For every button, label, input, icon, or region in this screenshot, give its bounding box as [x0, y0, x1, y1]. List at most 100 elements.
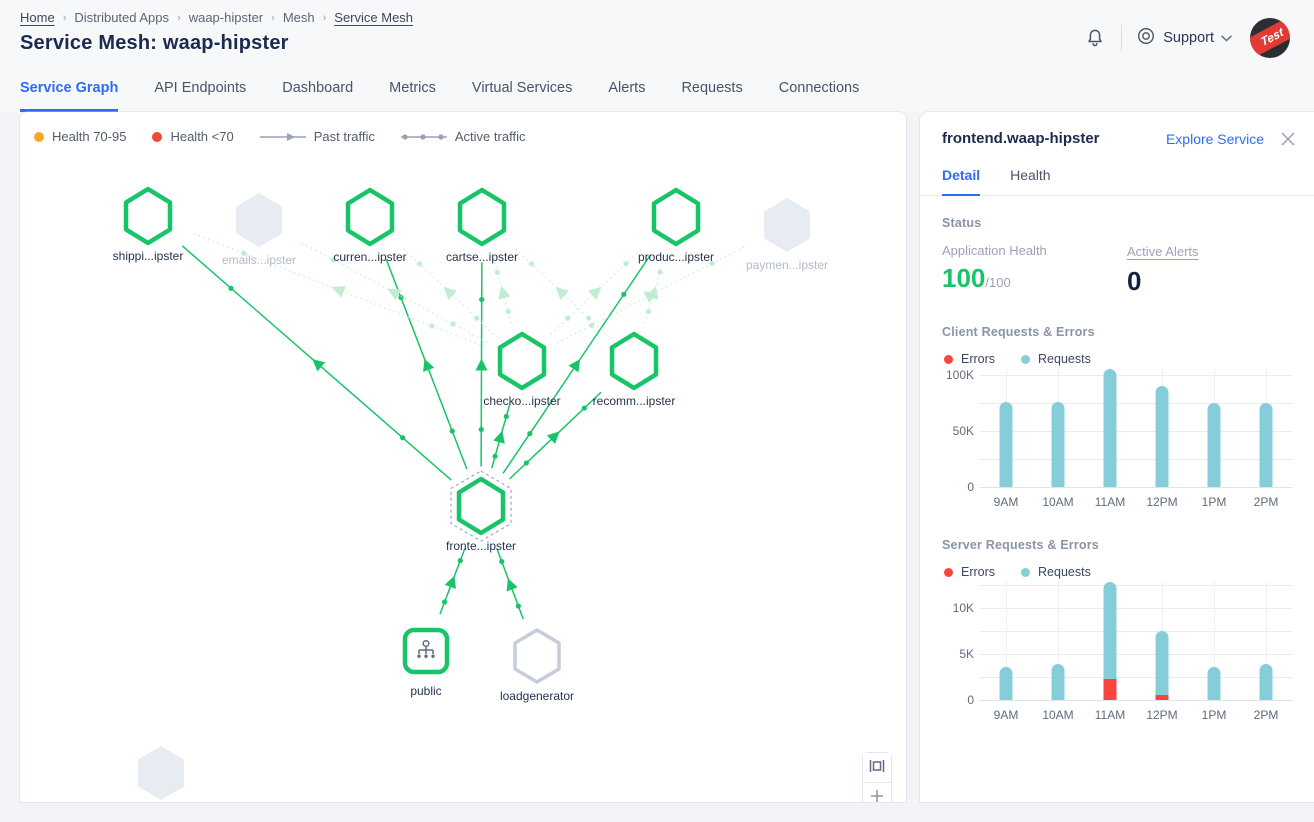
bar-11am[interactable]: [1103, 369, 1117, 487]
graph-node-label: paymen...ipster: [746, 258, 828, 272]
fit-to-screen-icon: [868, 757, 886, 778]
graph-edge-recommendation-cartservice[interactable]: [514, 247, 606, 335]
bar-1pm[interactable]: [1207, 667, 1221, 700]
active-alerts-label[interactable]: Active Alerts: [1127, 244, 1199, 259]
graph-node-public[interactable]: public: [402, 627, 450, 698]
graph-edge-checkout-product[interactable]: [550, 247, 644, 335]
avatar[interactable]: Test: [1250, 18, 1290, 58]
graph-edge-frontend-product[interactable]: [502, 254, 652, 474]
graph-edge-checkout-payment[interactable]: [556, 245, 747, 344]
graph-node-checkout[interactable]: checko...ipster: [483, 331, 561, 408]
sitemap-icon: [417, 639, 435, 658]
breadcrumb-separator: ›: [62, 11, 67, 24]
service-graph-canvas[interactable]: shippi...ipster emails...ipster curren...i…: [20, 112, 906, 802]
avatar-badge: Test: [1250, 18, 1290, 58]
bar-1pm[interactable]: [1207, 403, 1221, 487]
past-traffic-icon: [259, 132, 306, 141]
breadcrumb-item: Mesh: [282, 10, 315, 25]
tab-api-endpoints[interactable]: API Endpoints: [154, 80, 247, 96]
support-menu[interactable]: Support: [1136, 26, 1232, 50]
graph-node-label: checko...ipster: [483, 394, 560, 408]
graph-edge-frontend-currency[interactable]: [385, 259, 468, 470]
tab-dashboard[interactable]: Dashboard: [282, 80, 354, 96]
graph-node-product[interactable]: produc...ipster: [638, 187, 714, 264]
graph-edge-frontend-recommendation[interactable]: [509, 391, 602, 480]
graph-edge-frontend-shipping[interactable]: [181, 245, 452, 481]
explore-service-link[interactable]: Explore Service: [1165, 130, 1264, 147]
status-heading: Status: [942, 216, 982, 230]
graph-edge-checkout-currency[interactable]: [402, 247, 494, 335]
graph-node-label: loadgenerator: [500, 689, 574, 703]
application-health-value: 100/100: [942, 263, 1011, 293]
graph-node-recommendation[interactable]: recomm...ipster: [593, 331, 676, 408]
breadcrumb-item[interactable]: Service Mesh: [334, 10, 414, 25]
bar-2pm[interactable]: [1259, 664, 1273, 700]
graph-edge-checkout-cartservice[interactable]: [493, 260, 512, 324]
page-header: Home›Distributed Apps›waap-hipster›Mesh›…: [0, 0, 1314, 58]
x-tick-label: 10AM: [1042, 495, 1074, 509]
breadcrumb-separator: ›: [177, 11, 181, 24]
chart-legend-item: Errors: [944, 565, 995, 579]
tab-virtual-services[interactable]: Virtual Services: [471, 80, 573, 96]
tab-metrics[interactable]: Metrics: [389, 80, 436, 96]
panel-tab-health[interactable]: Health: [1010, 167, 1051, 183]
y-tick-label: 0: [967, 480, 974, 494]
bar-9am[interactable]: [999, 667, 1013, 700]
topbar-divider: [1121, 25, 1123, 51]
graph-edge-recommendation-product[interactable]: [644, 260, 664, 324]
bar-2pm[interactable]: [1259, 403, 1273, 487]
breadcrumb-item: Distributed Apps: [74, 10, 170, 25]
graph-edge-frontend-checkout[interactable]: [491, 404, 511, 469]
graph-node-frontend[interactable]: fronte...ipster: [446, 470, 516, 553]
graph-node-label: curren...ipster: [333, 250, 406, 264]
bar-10am[interactable]: [1051, 664, 1065, 700]
y-tick-label: 5K: [959, 647, 974, 661]
breadcrumb: Home›Distributed Apps›waap-hipster›Mesh›…: [20, 10, 413, 25]
zoom-in-button[interactable]: [863, 782, 891, 802]
bar-12pm[interactable]: [1155, 631, 1169, 700]
plus-icon: [869, 788, 885, 803]
graph-edge-frontend-cartservice[interactable]: [475, 262, 488, 467]
graph-node-ghost[interactable]: [138, 746, 184, 800]
tab-alerts[interactable]: Alerts: [608, 80, 646, 96]
close-icon[interactable]: [1280, 131, 1296, 147]
graph-node-label: fronte...ipster: [446, 539, 516, 553]
x-tick-label: 2PM: [1253, 708, 1279, 722]
fit-to-screen-button[interactable]: [863, 753, 891, 782]
graph-node-label: shippi...ipster: [113, 249, 184, 263]
tab-connections[interactable]: Connections: [778, 80, 860, 96]
graph-edge-checkout-emails[interactable]: [298, 241, 488, 343]
x-tick-label: 11AM: [1094, 708, 1126, 722]
panel-tabbar: Detail Health: [920, 147, 1314, 196]
graph-node-loadgenerator[interactable]: loadgenerator: [500, 628, 574, 703]
support-icon: [1136, 26, 1156, 50]
graph-edge-public-frontend[interactable]: [439, 548, 466, 615]
breadcrumb-item[interactable]: Home: [20, 10, 55, 25]
page-title: Service Mesh: waap-hipster: [20, 32, 289, 54]
graph-node-payment[interactable]: paymen...ipster: [746, 198, 828, 272]
application-health-label: Application Health: [942, 243, 1047, 258]
y-tick-label: 10K: [952, 601, 974, 615]
bar-12pm[interactable]: [1155, 386, 1169, 487]
graph-node-cartservice[interactable]: cartse...ipster: [446, 187, 518, 264]
bar-9am[interactable]: [999, 402, 1013, 487]
graph-node-emails[interactable]: emails...ipster: [222, 193, 296, 267]
bar-10am[interactable]: [1051, 402, 1065, 487]
graph-edge-checkout-shipping[interactable]: [190, 231, 486, 348]
x-tick-label: 9AM: [993, 495, 1019, 509]
graph-node-shipping[interactable]: shippi...ipster: [113, 186, 184, 263]
graph-node-currency[interactable]: curren...ipster: [333, 187, 407, 264]
tab-requests[interactable]: Requests: [681, 80, 743, 96]
chart-plot: [980, 581, 1292, 701]
panel-tab-detail[interactable]: Detail: [942, 167, 981, 196]
chart-title: Server Requests & Errors: [942, 538, 1099, 552]
graph-edge-loadgenerator-frontend[interactable]: [496, 548, 524, 620]
bar-11am[interactable]: [1103, 582, 1117, 700]
tab-service-graph[interactable]: Service Graph: [20, 80, 119, 112]
notifications-button[interactable]: [1083, 25, 1107, 52]
legend-label: Health <70: [170, 129, 234, 144]
